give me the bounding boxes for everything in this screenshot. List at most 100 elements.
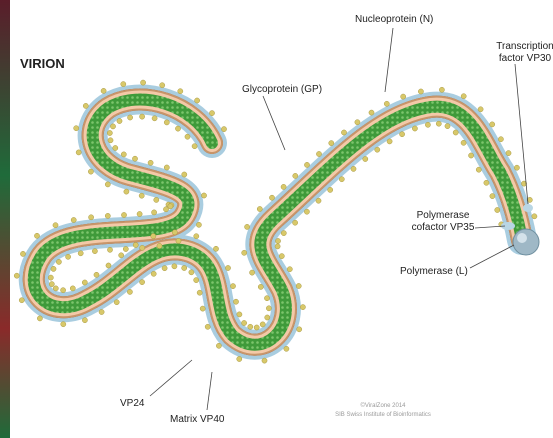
glycoprotein-spike <box>495 207 500 212</box>
label-polymerase-cofactor: Polymerase cofactor VP35 <box>408 210 478 234</box>
glycoprotein-spike <box>293 220 298 225</box>
glycoprotein-spike <box>351 166 356 171</box>
glycoprotein-spike <box>189 270 194 275</box>
glycoprotein-spike <box>237 356 242 361</box>
glycoprotein-spike <box>445 124 450 129</box>
glycoprotein-spike <box>89 215 94 220</box>
glycoprotein-spike <box>117 118 122 123</box>
glycoprotein-spike <box>281 184 286 189</box>
glycoprotein-spike <box>76 150 81 155</box>
glycoprotein-spike <box>196 222 201 227</box>
glycoprotein-spike <box>265 315 270 320</box>
glycoprotein-spike <box>148 160 153 165</box>
label-transcription-line1: Transcription <box>490 41 553 53</box>
glycoprotein-spike <box>281 231 286 236</box>
glycoprotein-spike <box>163 207 168 212</box>
label-cofactor-line2: cofactor VP35 <box>408 222 478 234</box>
glycoprotein-spike <box>250 270 255 275</box>
leader-matrix <box>207 372 212 410</box>
glycoprotein-spike <box>182 172 187 177</box>
glycoprotein-spike <box>478 107 483 112</box>
label-matrix-vp40: Matrix VP40 <box>170 414 224 426</box>
glycoprotein-spike <box>461 94 466 99</box>
glycoprotein-spike <box>194 234 199 239</box>
glycoprotein-spike <box>514 165 519 170</box>
glycoprotein-spike <box>34 233 39 238</box>
glycoprotein-spike <box>439 87 444 92</box>
glycoprotein-spike <box>151 271 156 276</box>
glycoprotein-spike <box>53 223 58 228</box>
glycoprotein-spike <box>293 173 298 178</box>
glycoprotein-spike <box>127 289 132 294</box>
glycoprotein-spike <box>154 197 159 202</box>
glycoprotein-spike <box>101 88 106 93</box>
glycoprotein-spike <box>140 280 145 285</box>
glycoprotein-spike <box>355 120 360 125</box>
glycoprotein-spike <box>339 177 344 182</box>
glycoprotein-spike <box>194 278 199 283</box>
glycoprotein-spike <box>121 152 126 157</box>
glycoprotein-spike <box>225 265 230 270</box>
glycoprotein-spike <box>245 224 250 229</box>
virion-title: VIRION <box>20 56 65 71</box>
glycoprotein-spike <box>532 214 537 219</box>
glycoprotein-spike <box>48 275 53 280</box>
glycoprotein-spike <box>316 198 321 203</box>
glycoprotein-spike <box>484 180 489 185</box>
glycoprotein-spike <box>248 324 253 329</box>
glycoprotein-spike <box>363 156 368 161</box>
glycoprotein-spike <box>83 103 88 108</box>
glycoprotein-spike <box>128 115 133 120</box>
leader-glycoprotein <box>263 96 285 150</box>
glycoprotein-spike <box>61 288 66 293</box>
glycoprotein-spike <box>242 320 247 325</box>
glycoprotein-spike <box>107 247 112 252</box>
glycoprotein-spike <box>140 245 145 250</box>
glycoprotein-spike <box>106 263 111 268</box>
glycoprotein-spike <box>20 251 25 256</box>
glycoprotein-spike <box>185 134 190 139</box>
glycoprotein-spike <box>141 80 146 85</box>
glycoprotein-spike <box>201 193 206 198</box>
glycoprotein-spike <box>105 182 110 187</box>
polymerase-l-highlight <box>517 233 527 243</box>
glycoprotein-spike <box>506 151 511 156</box>
credit-text: ©ViralZone 2014 SIB Swiss Institute of B… <box>318 402 448 420</box>
glycoprotein-spike <box>82 318 87 323</box>
glycoprotein-spike <box>92 249 97 254</box>
glycoprotein-spike <box>110 124 115 129</box>
glycoprotein-spike <box>123 246 128 251</box>
glycoprotein-spike <box>287 267 292 272</box>
glycoprotein-spike <box>262 358 267 363</box>
glycoprotein-spike <box>140 114 145 119</box>
glycoprotein-spike <box>436 121 441 126</box>
glycoprotein-spike <box>137 211 142 216</box>
glycoprotein-spike <box>275 238 280 243</box>
glycoprotein-spike <box>105 213 110 218</box>
glycoprotein-spike <box>490 122 495 127</box>
glycoprotein-spike <box>328 187 333 192</box>
glycoprotein-spike <box>476 167 481 172</box>
glycoprotein-spike <box>369 110 374 115</box>
glycoprotein-spike <box>71 217 76 222</box>
leader-polymerase <box>470 245 514 268</box>
glycoprotein-spike <box>384 101 389 106</box>
glycoprotein-spike <box>61 322 66 327</box>
glycoprotein-spike <box>254 325 259 330</box>
glycoprotein-spike <box>329 141 334 146</box>
glycoprotein-spike <box>82 280 87 285</box>
glycoprotein-spike <box>400 132 405 137</box>
glycoprotein-spike <box>121 82 126 87</box>
glycoprotein-spike <box>200 306 205 311</box>
glycoprotein-spike <box>490 194 495 199</box>
glycoprotein-spike <box>139 193 144 198</box>
glycoprotein-spike <box>304 209 309 214</box>
glycoprotein-spike <box>266 306 271 311</box>
glycoprotein-spike <box>124 189 129 194</box>
glycoprotein-spike <box>49 282 54 287</box>
credit-line2: SIB Swiss Institute of Bioinformatics <box>318 411 448 420</box>
label-vp24: VP24 <box>120 398 144 410</box>
label-cofactor-line1: Polymerase <box>408 210 478 222</box>
glycoprotein-spike <box>230 284 235 289</box>
vp30-blob <box>523 204 533 212</box>
